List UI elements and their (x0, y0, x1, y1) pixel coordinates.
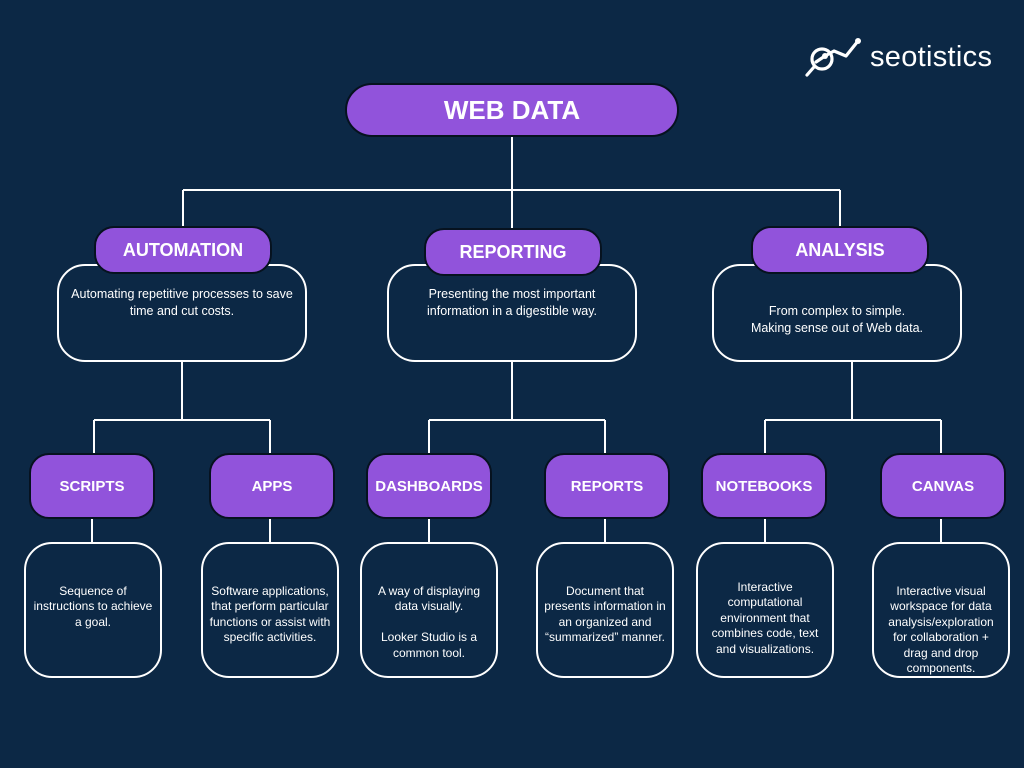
notebooks-description-box: Interactive computational environment th… (696, 542, 834, 678)
dashboards-description-box: A way of displaying data visually. Looke… (360, 542, 498, 678)
leaf-dashboards: DASHBOARDS (366, 453, 492, 519)
analysis-description-box: From complex to simple. Making sense out… (712, 264, 962, 362)
automation-description: Automating repetitive processes to save … (71, 287, 293, 318)
seotistics-logo: seotistics (804, 34, 992, 80)
logo-text: seotistics (870, 40, 993, 73)
canvas-description-box: Interactive visual workspace for data an… (872, 542, 1010, 678)
connector-automation (93, 362, 271, 455)
category-reporting: REPORTING (424, 228, 602, 276)
notebooks-description: Interactive computational environment th… (711, 579, 819, 656)
analysis-description: From complex to simple. Making sense out… (750, 304, 924, 335)
root-node-web-data: WEB DATA (345, 83, 679, 137)
apps-description-box: Software applications, that perform part… (201, 542, 339, 678)
reporting-description-box: Presenting the most important informatio… (387, 264, 637, 362)
reporting-description: Presenting the most important informatio… (427, 287, 597, 318)
connector-analysis (764, 362, 942, 455)
reports-description: Document that presents information in an… (544, 583, 666, 645)
leaf-apps: APPS (209, 453, 335, 519)
apps-description: Software applications, that perform part… (209, 583, 331, 645)
leaf-notebooks: NOTEBOOKS (701, 453, 827, 519)
scripts-description: Sequence of instructions to achieve a go… (33, 583, 153, 629)
scripts-description-box: Sequence of instructions to achieve a go… (24, 542, 162, 678)
connector-root (182, 137, 841, 230)
canvas-description: Interactive visual workspace for data an… (888, 583, 994, 676)
automation-description-box: Automating repetitive processes to save … (57, 264, 307, 362)
leaf-canvas: CANVAS (880, 453, 1006, 519)
category-automation: AUTOMATION (94, 226, 272, 274)
connector-reporting (428, 362, 606, 455)
analytics-magnifier-icon (805, 38, 861, 77)
category-analysis: ANALYSIS (751, 226, 929, 274)
reports-description-box: Document that presents information in an… (536, 542, 674, 678)
leaf-reports: REPORTS (544, 453, 670, 519)
leaf-scripts: SCRIPTS (29, 453, 155, 519)
dashboards-description: A way of displaying data visually. Looke… (377, 583, 481, 660)
connector-leaves (91, 517, 942, 542)
